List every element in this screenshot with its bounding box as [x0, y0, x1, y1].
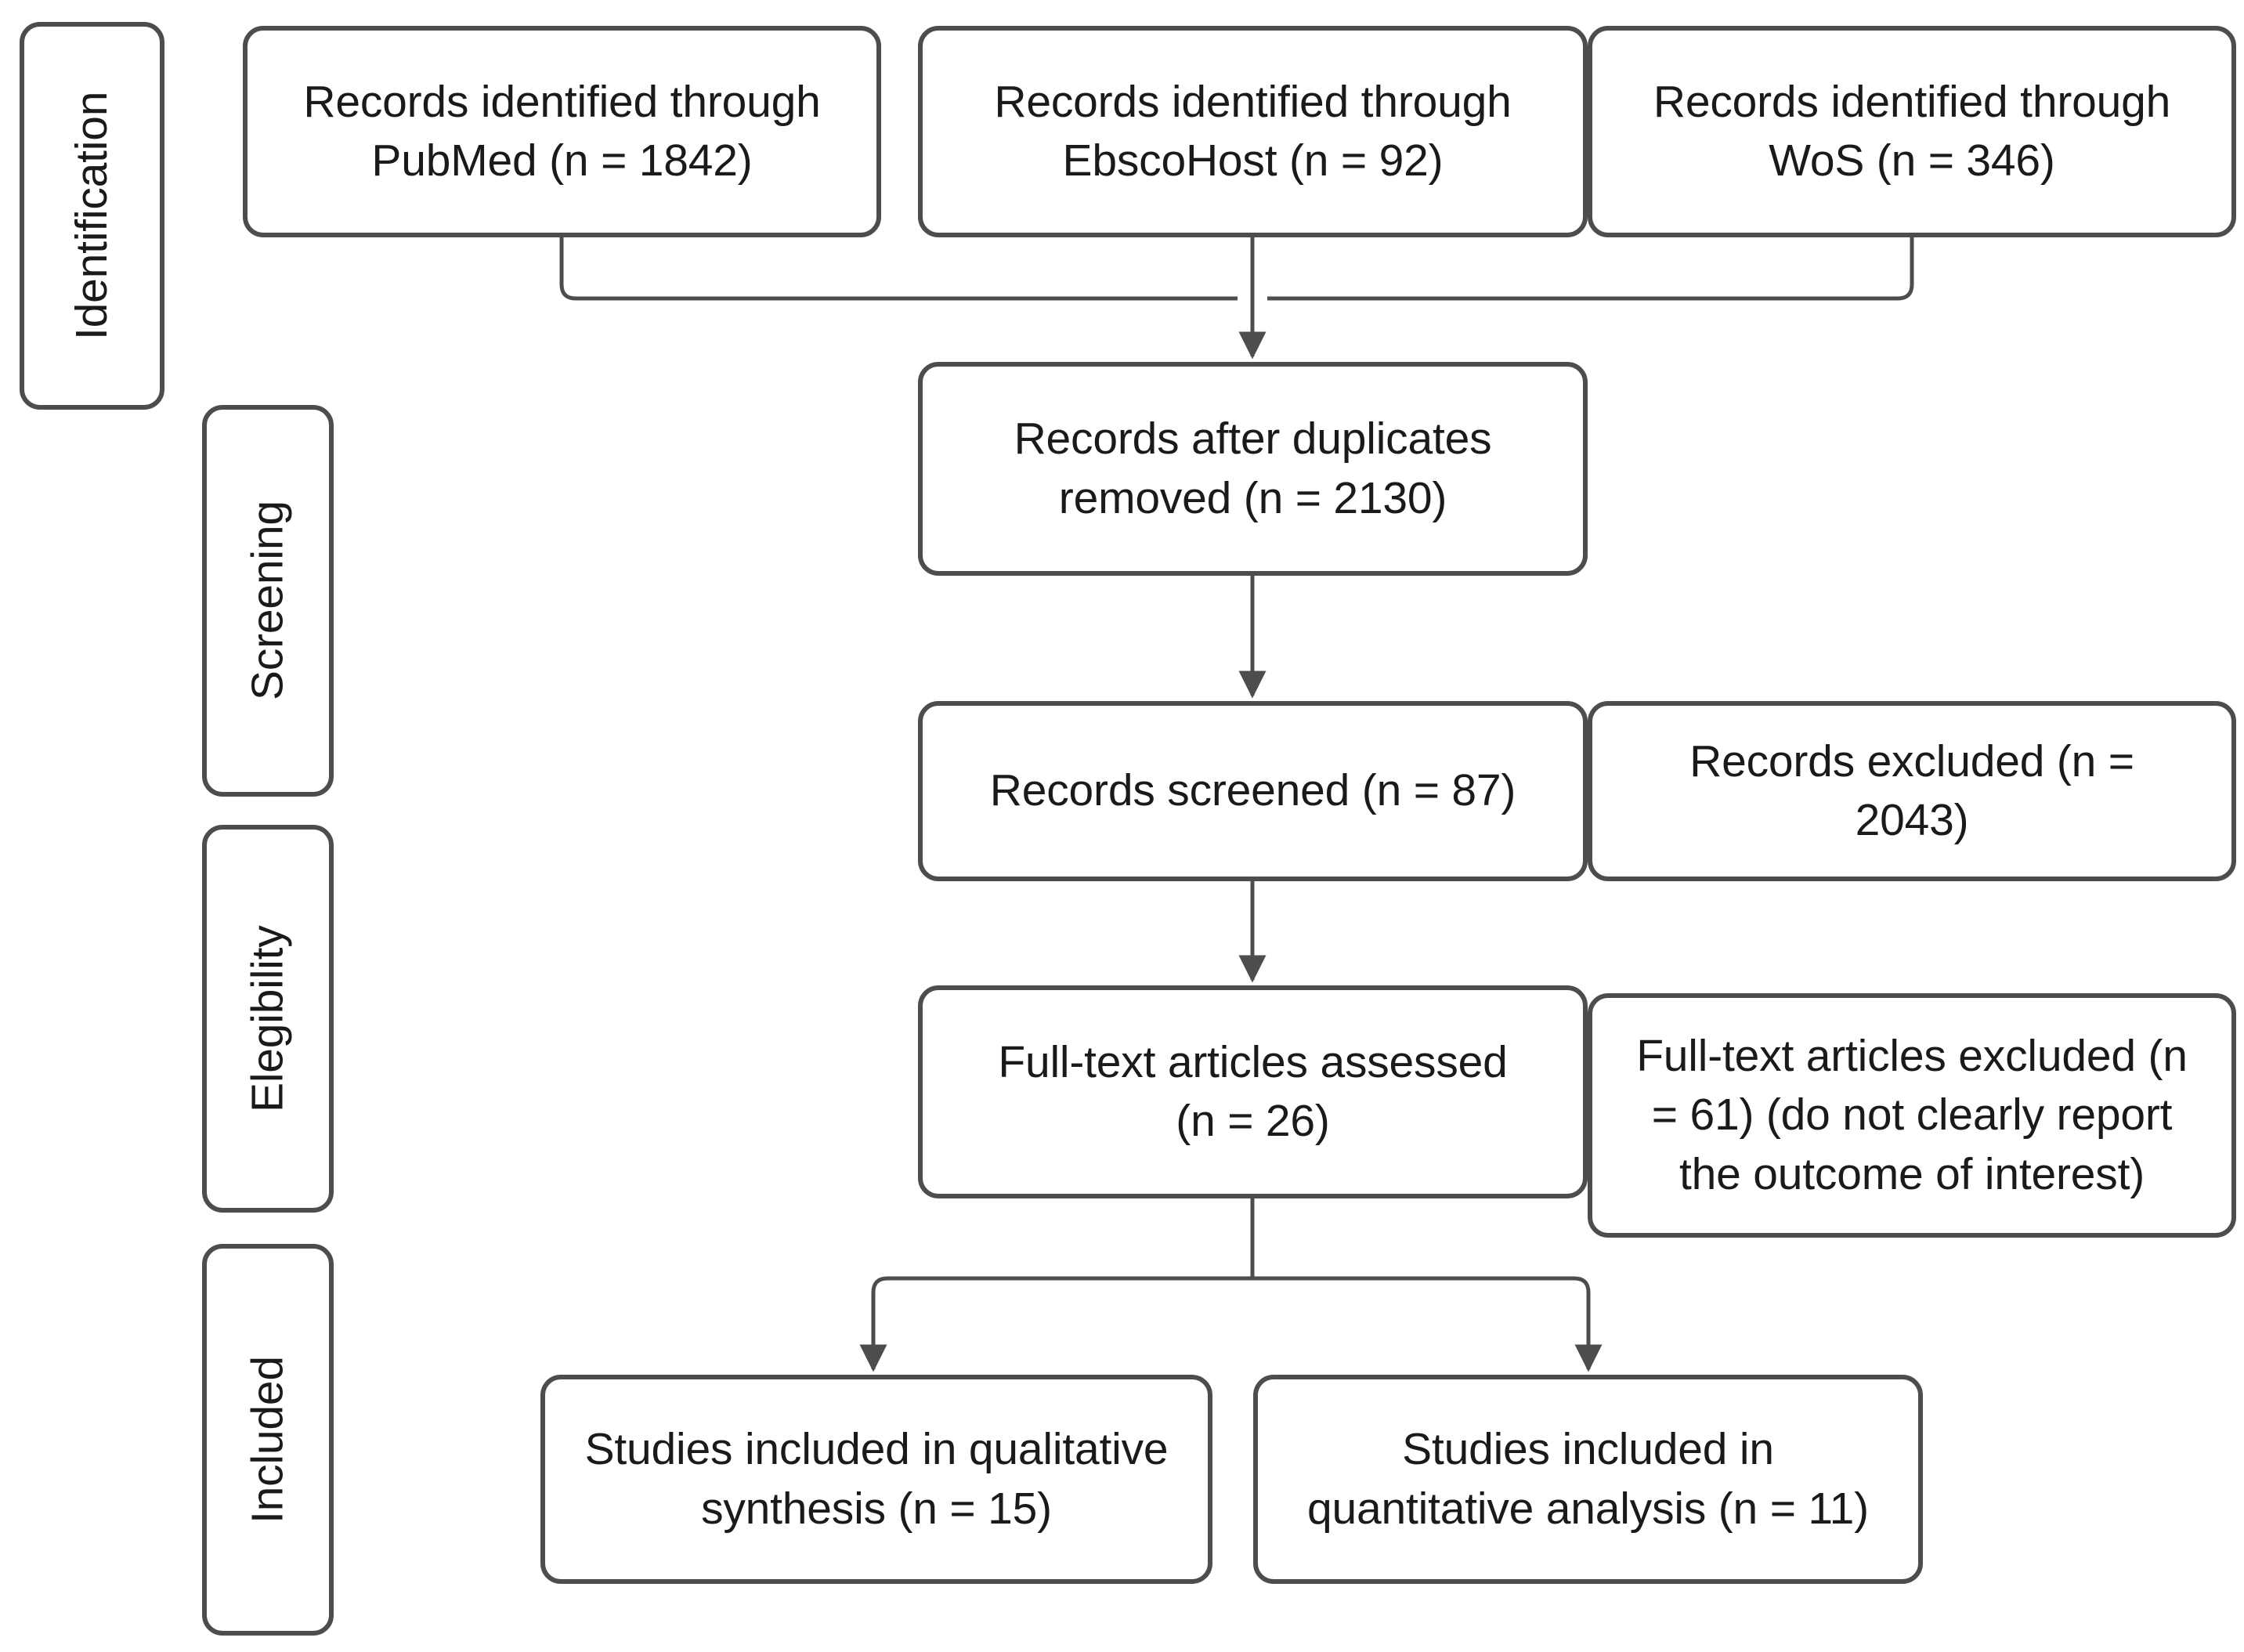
node-records-after-duplicates-removed: Records after duplicates removed (n = 21…: [918, 362, 1588, 576]
node-studies-quantitative-analysis: Studies included in quantitative analysi…: [1253, 1375, 1923, 1584]
node-records-identified-ebscohost: Records identified through EbscoHost (n …: [918, 26, 1588, 237]
node-records-identified-wos: Records identified through WoS (n = 346): [1588, 26, 2236, 237]
stage-label-identification: Identification: [20, 22, 164, 410]
edge-split-to-qualitative: [859, 1276, 1252, 1372]
edge-wos-to-bus: [1267, 237, 1914, 301]
stage-label-included: Included: [202, 1244, 334, 1636]
node-records-screened: Records screened (n = 87): [918, 701, 1588, 881]
node-fulltext-articles-excluded: Full-text articles excluded (n = 61) (do…: [1588, 993, 2236, 1238]
stage-label-screening: Screening: [202, 405, 334, 797]
node-studies-quantitative-analysis-text: Studies included in quantitative analysi…: [1307, 1424, 1869, 1534]
node-studies-qualitative-synthesis: Studies included in qualitative synthesi…: [540, 1375, 1212, 1584]
node-records-screened-text: Records screened (n = 87): [989, 765, 1516, 816]
stage-label-included-text: Included: [242, 1356, 293, 1524]
node-records-after-duplicates-removed-text: Records after duplicates removed (n = 21…: [1014, 414, 1492, 523]
node-records-excluded: Records excluded (n = 2043): [1588, 701, 2236, 881]
node-records-identified-ebscohost-text: Records identified through EbscoHost (n …: [994, 76, 1512, 186]
stage-label-elegibility: Elegibility: [202, 825, 334, 1213]
node-fulltext-articles-assessed: Full-text articles assessed (n = 26): [918, 985, 1588, 1198]
edge-split-to-quantitative: [1252, 1276, 1603, 1372]
stage-label-identification-text: Identification: [66, 91, 117, 341]
stage-label-screening-text: Screening: [242, 501, 293, 701]
node-studies-qualitative-synthesis-text: Studies included in qualitative synthesi…: [584, 1424, 1169, 1534]
stage-label-elegibility-text: Elegibility: [242, 925, 293, 1112]
node-fulltext-articles-excluded-text: Full-text articles excluded (n = 61) (do…: [1636, 1031, 2188, 1199]
node-fulltext-articles-assessed-text: Full-text articles assessed (n = 26): [998, 1036, 1508, 1146]
edge-pubmed-to-bus: [559, 237, 1238, 301]
node-records-identified-wos-text: Records identified through WoS (n = 346): [1653, 76, 2171, 186]
node-records-identified-pubmed-text: Records identified through PubMed (n = 1…: [303, 76, 821, 186]
node-records-identified-pubmed: Records identified through PubMed (n = 1…: [243, 26, 881, 237]
node-records-excluded-text: Records excluded (n = 2043): [1689, 736, 2134, 845]
